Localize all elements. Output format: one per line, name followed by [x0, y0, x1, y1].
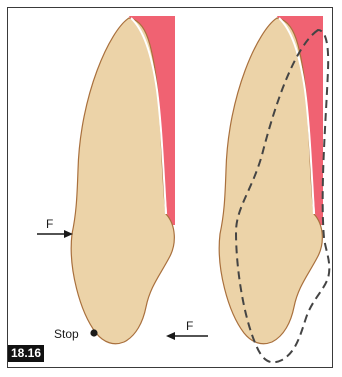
force-label-right: F	[186, 320, 193, 332]
stop-point-marker	[90, 329, 97, 336]
force-label-left: F	[46, 218, 53, 230]
stop-label: Stop	[54, 328, 79, 340]
figure-number-badge: 18.16	[8, 345, 44, 362]
left-tooth-diagram	[71, 16, 175, 344]
force-arrow-right	[166, 332, 208, 340]
force-arrow-right-head	[166, 332, 175, 340]
force-arrow-left	[37, 230, 73, 238]
right-tooth-diagram	[219, 16, 329, 362]
